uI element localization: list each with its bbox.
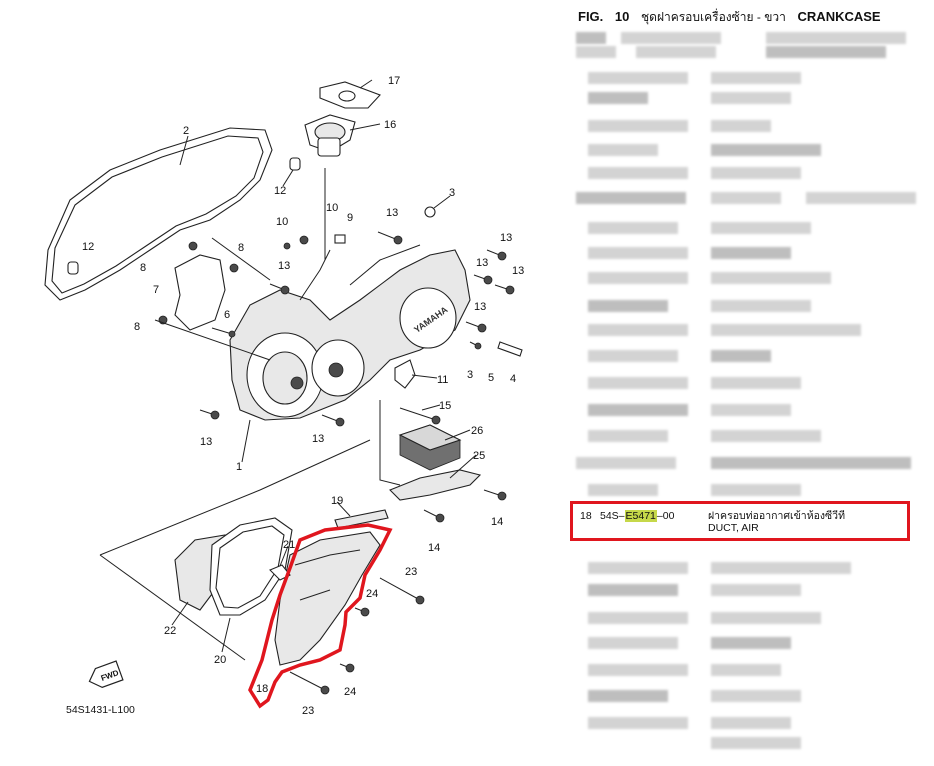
callout: 10 [276,216,288,228]
part-ref-number: 18 [580,510,592,522]
callout: 18 [256,683,268,695]
callout: 1 [236,461,242,473]
callout: 13 [474,301,486,313]
callout: 8 [140,262,146,274]
part-12-dowel [289,157,301,171]
bolts [158,206,523,695]
callout: 24 [344,686,356,698]
callout: 5 [488,372,494,384]
callout: 13 [512,265,524,277]
callout-numbers: 1 2 3 3 4 5 6 7 8 8 8 9 10 10 11 12 12 1… [82,75,524,717]
callout: 19 [331,495,343,507]
callout: 6 [224,309,230,321]
exploded-parts-diagram: YAMAHA [44,75,524,717]
callout: 21 [283,539,295,551]
part-11-bracket [394,359,416,389]
callout: 8 [238,242,244,254]
part-description: ฝาครอบท่ออากาศเข้าห้องซีวีที DUCT, AIR [708,510,845,534]
part-18-air-duct [274,531,381,666]
callout: 10 [326,202,338,214]
callout: 9 [347,212,353,224]
part-desc-en: DUCT, AIR [708,522,759,534]
part-25-bracket [389,469,482,501]
part-12-dowel [67,261,79,275]
callout: 13 [312,433,324,445]
callout: 13 [476,257,488,269]
highlight-box [570,501,910,541]
callout: 2 [183,125,189,137]
callout: 24 [366,588,378,600]
callout: 11 [437,374,448,386]
callout: 12 [82,241,94,253]
part-number: 54S–E5471–00 [600,510,675,522]
callout: 22 [164,625,176,637]
drawing-code: 54S1431-L100 [66,704,135,716]
callout: 14 [491,516,503,528]
callout: 4 [510,373,516,385]
callout: 25 [473,450,485,462]
callout: 17 [388,75,400,87]
callout: 13 [386,207,398,219]
callout: 15 [439,400,451,412]
figure-header: FIG. 10 ชุดฝาครอบเครื่องซ้าย - ขวา CRANK… [578,8,889,27]
callout: 23 [302,705,314,717]
part-number-highlight: E5471 [624,510,657,522]
highlight-outline-part-18 [248,523,393,709]
part-21-clip [269,564,291,581]
callout: 3 [449,187,455,199]
leader-lines [171,79,477,653]
callout: 13 [278,260,290,272]
callout: 13 [200,436,212,448]
callout: 12 [274,185,286,197]
part-7-plate [174,254,226,331]
part-19-strip [334,509,389,529]
callout: 8 [134,321,140,333]
callout: 26 [471,425,483,437]
callout: 13 [500,232,512,244]
callout: 16 [384,119,396,131]
fig-title-thai: ชุดฝาครอบเครื่องซ้าย - ขวา [641,10,786,24]
parts-catalog: FIG. 10 ชุดฝาครอบเครื่องซ้าย - ขวา CRANK… [570,0,934,766]
fwd-arrow-icon: FWD [88,660,124,689]
part-desc-thai: ฝาครอบท่ออากาศเข้าห้องซีวีที [708,510,845,522]
fig-title-en: CRANKCASE [797,9,881,24]
callout: 3 [467,369,473,381]
callout: 7 [153,284,159,296]
fig-label: FIG. [578,9,604,24]
callout: 14 [428,542,440,554]
fig-number: 10 [614,9,630,24]
callout: 20 [214,654,226,666]
callout: 23 [405,566,417,578]
